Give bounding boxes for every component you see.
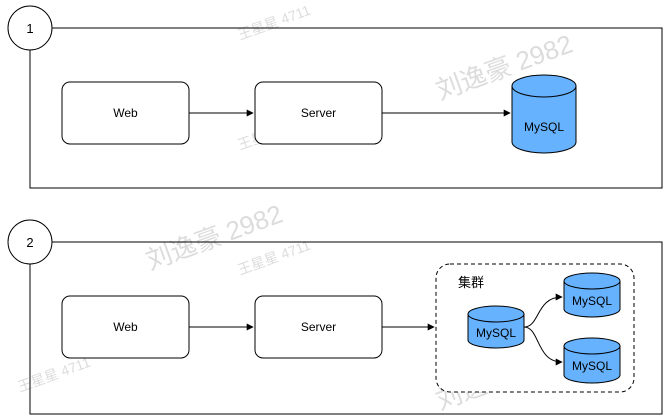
server-node-label: Server [301, 106, 336, 120]
mysql-primary-label: MySQL [476, 326, 516, 340]
watermark-text: 王星星 4711 [16, 354, 93, 395]
mysql-label: MySQL [524, 120, 564, 134]
mysql-primary-database-icon[interactable] [467, 305, 525, 349]
web-node-label: Web [113, 106, 138, 120]
web-node-label: Web [113, 320, 138, 334]
scenario-1-frame [29, 27, 663, 189]
scenario-2-number-badge [7, 219, 53, 265]
watermark-text: 王星星 4711 [236, 2, 313, 43]
scenario-1-number: 1 [26, 21, 33, 36]
mysql-database-icon[interactable] [511, 74, 577, 154]
scenario-1: 1 Web Server MySQL [7, 5, 663, 189]
mysql-replica-top-label: MySQL [572, 294, 612, 308]
watermark-text: 王星星 4711 [236, 237, 313, 278]
arrow-primary-to-replica-top [523, 293, 563, 328]
scenario-2-number: 2 [26, 235, 33, 250]
scenario-2: 2 Web Server 集群 MySQL MySQL MySQL [7, 219, 663, 415]
scenario-1-number-badge [7, 5, 53, 51]
mysql-replica-bottom-label: MySQL [572, 359, 612, 373]
scenario-2-frame [29, 241, 663, 415]
server-node-label: Server [301, 320, 336, 334]
arrow-primary-to-replica-bottom [523, 326, 563, 366]
mysql-replica-top-database-icon[interactable] [563, 272, 621, 318]
cluster-label: 集群 [458, 275, 484, 290]
mysql-replica-bottom-database-icon[interactable] [563, 337, 621, 384]
